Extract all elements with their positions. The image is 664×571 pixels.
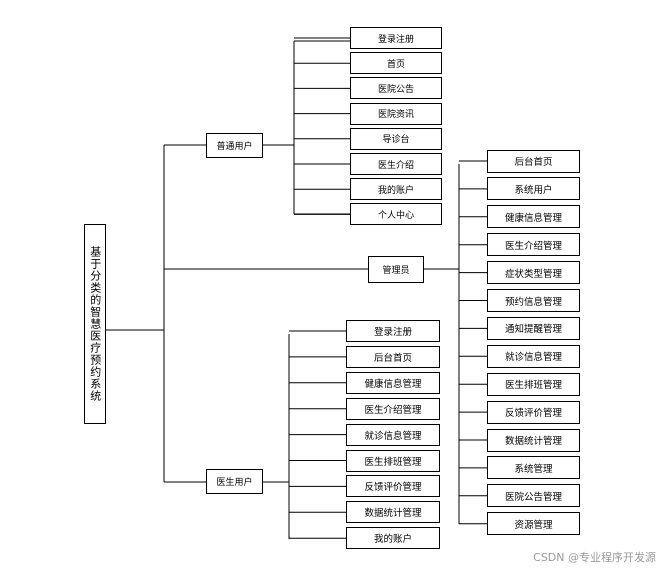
- user-function-item: 导诊台: [350, 127, 442, 150]
- admin-function-item: 就诊信息管理: [487, 344, 580, 368]
- user-function-item: 个人中心: [350, 203, 442, 226]
- doctor-function-item: 我的账户: [346, 527, 440, 550]
- admin-function-item: 医生排班管理: [487, 372, 580, 396]
- admin-function-item: 医院公告管理: [487, 484, 580, 508]
- doctor-function-item: 后台首页: [346, 345, 440, 368]
- user-function-item: 医院资讯: [350, 102, 442, 125]
- role-doctor-box: 医生用户: [206, 469, 263, 494]
- watermark: CSDN @专业程序开发源: [533, 551, 656, 564]
- doctor-function-item: 反馈评价管理: [346, 475, 440, 498]
- admin-function-item: 通知提醒管理: [487, 316, 580, 340]
- admin-function-item: 数据统计管理: [487, 428, 580, 452]
- admin-function-item: 反馈评价管理: [487, 400, 580, 424]
- user-function-item: 登录注册: [350, 27, 442, 49]
- admin-function-item: 资源管理: [487, 512, 580, 536]
- doctor-function-item: 医生介绍管理: [346, 397, 440, 420]
- doctor-function-item: 登录注册: [346, 320, 440, 342]
- admin-function-item: 后台首页: [487, 149, 580, 173]
- user-function-item: 医院公告: [350, 77, 442, 100]
- role-admin-box: 管理员: [368, 256, 424, 283]
- doctor-function-item: 健康信息管理: [346, 371, 440, 394]
- admin-function-item: 系统管理: [487, 456, 580, 480]
- admin-function-item: 系统用户: [487, 177, 580, 201]
- admin-function-item: 健康信息管理: [487, 205, 580, 229]
- user-function-item: 我的账户: [350, 178, 442, 201]
- doctor-function-item: 就诊信息管理: [346, 423, 440, 446]
- user-function-item: 医生介绍: [350, 153, 442, 175]
- admin-function-item: 预约信息管理: [487, 289, 580, 312]
- root-system-box: 基于分类的智慧医疗预约系统: [84, 224, 106, 424]
- doctor-function-item: 医生排班管理: [346, 449, 440, 472]
- doctor-function-item: 数据统计管理: [346, 501, 440, 524]
- user-function-item: 首页: [350, 52, 442, 75]
- admin-function-item: 医生介绍管理: [487, 233, 580, 257]
- role-user-box: 普通用户: [206, 133, 263, 158]
- admin-function-item: 症状类型管理: [487, 261, 580, 285]
